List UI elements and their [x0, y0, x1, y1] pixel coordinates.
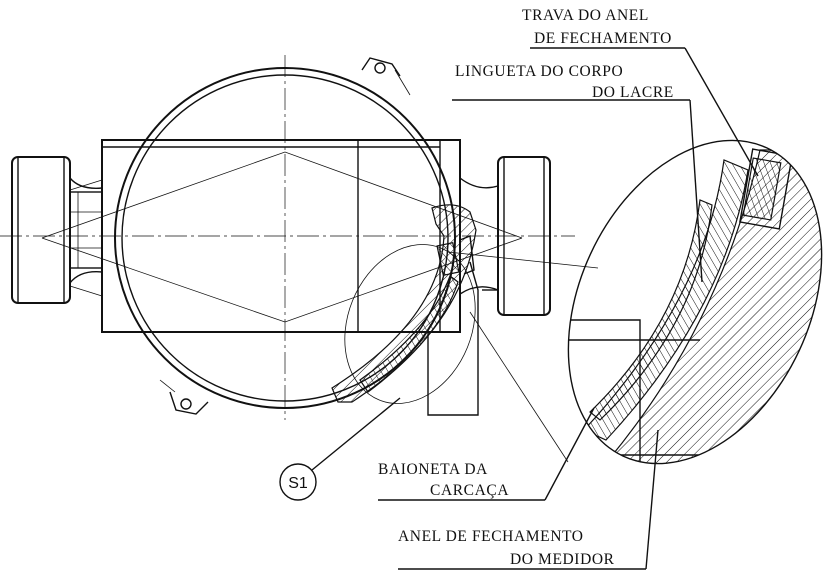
detail-seal-strip [589, 199, 713, 421]
label-baioneta-line2: CARCAÇA [430, 482, 509, 499]
label-lingueta-line1: LINGUETA DO CORPO [455, 63, 623, 80]
top-lug [361, 57, 401, 77]
label-anel-line1: ANEL DE FECHAMENTO [398, 528, 584, 545]
top-lug-hole [374, 62, 386, 74]
label-anel-line2: DO MEDIDOR [510, 551, 615, 568]
section-bubble-label: S1 [288, 475, 308, 492]
housing-bayonet [427, 261, 479, 416]
section-bubble-s1: S1 [279, 463, 317, 501]
left-connector-nut [11, 156, 71, 304]
detail-view [545, 139, 830, 471]
label-lingueta-line2: DO LACRE [592, 84, 674, 101]
label-baioneta-line1: BAIONETA DA [378, 461, 488, 478]
label-trava-line2: DE FECHAMENTO [534, 30, 672, 47]
detail-lock-tab [742, 157, 782, 221]
bottom-lug [169, 391, 209, 415]
bottom-lug-hole [180, 398, 192, 410]
meter-main-view [0, 55, 575, 420]
label-trava-line1: TRAVA DO ANEL [522, 7, 649, 24]
detail-housing-section [598, 149, 830, 471]
detail-selector-ellipse [344, 244, 476, 404]
leader-lines [311, 47, 759, 570]
closing-ring-section [331, 204, 477, 403]
